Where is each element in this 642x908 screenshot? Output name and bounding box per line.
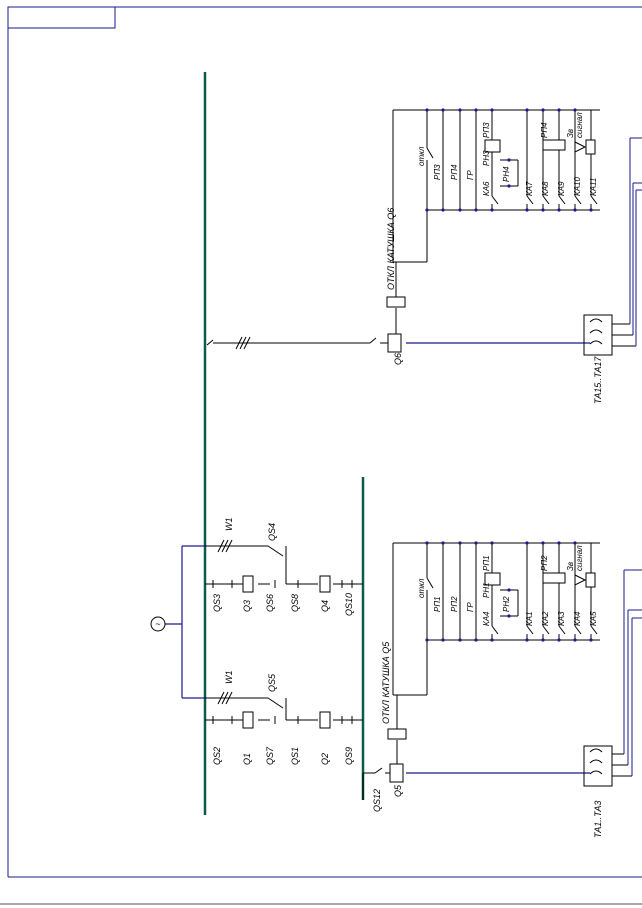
label-ka8: КА8 — [541, 181, 550, 196]
current-transformer-lower — [583, 745, 632, 787]
breaker-q6 — [387, 333, 402, 353]
breaker-q3 — [242, 575, 254, 593]
label-q4: Q4 — [320, 600, 330, 612]
label-qs7: QS7 — [265, 746, 275, 765]
bell-zv-upper — [574, 139, 596, 155]
label-rp1-coil: РП1 — [482, 555, 491, 571]
generator-symbol — [150, 616, 166, 632]
label-ka10: КА10 — [573, 177, 582, 197]
label-rp2-a: РП2 — [450, 596, 459, 612]
label-rn2: РН2 — [502, 596, 511, 612]
generator-label: ~ — [155, 619, 160, 629]
disconnector-ticks — [212, 580, 353, 724]
label-otkl-lower: откл — [417, 578, 426, 598]
feeder-q5-wiring — [362, 767, 390, 800]
label-rp4-a: РП4 — [450, 164, 459, 180]
label-ka6: КА6 — [482, 181, 491, 196]
label-signal-lower: сигнал — [575, 545, 584, 571]
label-ka3: КА3 — [557, 611, 566, 626]
label-qs5: QS5 — [267, 673, 277, 692]
bell-zv-lower — [574, 572, 596, 588]
w1-label-top: W1 — [224, 518, 234, 532]
label-q5: Q5 — [393, 784, 403, 797]
w1-label-bottom: W1 — [224, 671, 234, 685]
label-q1: Q1 — [242, 753, 252, 765]
feeder-q6-hatch — [235, 336, 251, 350]
label-qs4: QS4 — [267, 523, 277, 541]
label-otkl-q5: ОТКЛ КАТУШКА Q5 — [381, 641, 391, 724]
breaker-q1 — [242, 711, 254, 729]
drawing-frame — [7, 6, 642, 878]
trip-coil-q6 — [386, 296, 406, 308]
label-rp3-a: РП3 — [433, 164, 442, 180]
upper-relay-block-nodes — [425, 108, 593, 212]
feeder-q6-wiring — [206, 337, 388, 346]
ct-secondary-leads — [623, 137, 642, 776]
label-qs3: QS3 — [212, 594, 222, 612]
label-q3: Q3 — [242, 600, 252, 612]
label-rp2-coil: РП2 — [540, 555, 549, 571]
label-qs2: QS2 — [212, 747, 222, 765]
label-ka1: КА1 — [525, 612, 534, 627]
label-qs6: QS6 — [265, 594, 275, 612]
label-qs8: QS8 — [290, 594, 300, 612]
label-ka5: КА5 — [589, 611, 598, 626]
label-zv-lower: Зв — [566, 562, 575, 571]
label-q6: Q6 — [393, 353, 403, 365]
relay-coil-rp4 — [542, 139, 566, 151]
label-rn3: РН3 — [482, 150, 491, 166]
lower-switchgear-wiring — [205, 545, 363, 721]
label-otkl-upper: откл — [417, 146, 426, 166]
label-ka7: КА7 — [525, 181, 534, 196]
upper-relay-block-wiring — [392, 109, 600, 263]
breaker-q5 — [389, 763, 404, 783]
label-rp3-coil: РП3 — [482, 122, 491, 138]
label-ka11: КА11 — [589, 178, 598, 196]
label-gr-lower: ГР — [466, 602, 475, 612]
label-ka9: КА9 — [557, 181, 566, 196]
label-rp1-a: РП1 — [433, 596, 442, 612]
label-rn4: РН4 — [502, 166, 511, 182]
current-transformer-upper — [583, 314, 636, 356]
title-stamp-box — [7, 6, 116, 29]
label-q2: Q2 — [320, 753, 330, 765]
lower-relay-block-nodes — [425, 541, 593, 642]
label-ta-upper: ТА15..ТА17 — [593, 356, 603, 404]
label-rn1: РН1 — [482, 582, 491, 598]
label-rp4-coil: РП4 — [540, 122, 549, 138]
label-qs9: QS9 — [344, 747, 354, 765]
generator-feeders — [165, 545, 205, 699]
breaker-q4 — [319, 575, 331, 593]
label-qs1: QS1 — [290, 747, 300, 765]
label-signal-upper: сигнал — [575, 112, 584, 138]
label-otkl-q6: ОТКЛ КАТУШКА Q6 — [386, 208, 396, 290]
relay-coil-rp2 — [542, 572, 566, 584]
relay-coil-rp3 — [484, 139, 501, 153]
label-ka2: КА2 — [541, 611, 550, 626]
breaker-q2 — [319, 711, 331, 729]
relay-coil-rp1 — [484, 572, 501, 586]
label-ka4-b: КА4 — [573, 611, 582, 626]
label-ta-lower: ТА1..ТА3 — [593, 801, 603, 838]
label-zv-upper: Зв — [566, 129, 575, 138]
label-gr-upper: ГР — [466, 170, 475, 180]
label-qs12: QS12 — [372, 789, 382, 812]
label-ka4-a: КА4 — [482, 611, 491, 626]
label-qs10: QS10 — [344, 593, 354, 616]
trip-coil-q5 — [387, 728, 407, 740]
